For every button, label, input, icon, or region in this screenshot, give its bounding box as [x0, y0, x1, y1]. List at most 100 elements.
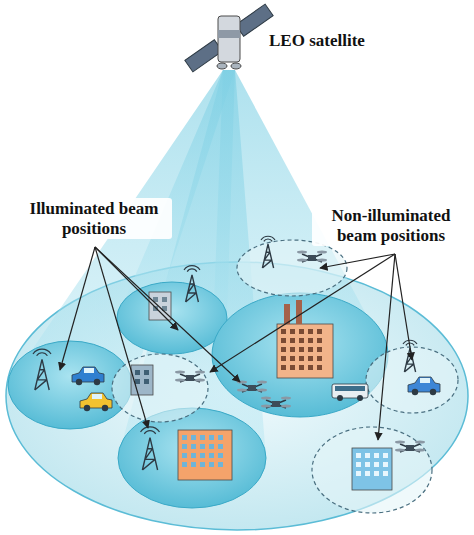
signal-waves — [261, 236, 275, 241]
leader-arrow — [210, 254, 395, 372]
drone-rotor — [317, 259, 327, 262]
drone-rotor — [281, 397, 291, 400]
tower-frame — [142, 438, 157, 470]
drone-body — [248, 385, 256, 391]
drone-body — [272, 401, 280, 407]
building-window — [356, 462, 361, 467]
building-window — [290, 356, 295, 361]
building-window — [182, 453, 187, 458]
car-wheel — [76, 379, 82, 385]
drone — [175, 371, 205, 383]
building-window — [135, 370, 140, 375]
building — [178, 430, 232, 480]
building-window — [290, 338, 295, 343]
non-illuminated-beam-position — [312, 427, 432, 513]
bus-window — [335, 386, 365, 391]
building-window — [182, 435, 187, 440]
leader-arrow — [95, 247, 178, 330]
car — [408, 377, 440, 395]
signal-waves — [33, 349, 51, 356]
building-window — [209, 435, 214, 440]
car-wheel — [430, 389, 436, 395]
drone-body — [308, 255, 316, 261]
satellite-antenna — [217, 63, 227, 69]
building-window — [308, 347, 313, 352]
building-window — [162, 297, 167, 302]
building — [352, 448, 392, 490]
building-window — [299, 356, 304, 361]
building-window — [200, 444, 205, 449]
building-window — [308, 338, 313, 343]
building-window — [182, 462, 187, 467]
drone-body — [186, 375, 194, 381]
building-window — [365, 471, 370, 476]
building-window — [356, 453, 361, 458]
building-window — [383, 462, 388, 467]
leader-arrow — [378, 254, 395, 440]
building-window — [317, 338, 322, 343]
car-wheel — [102, 405, 108, 411]
tower-frame — [35, 359, 49, 390]
building-body — [149, 292, 171, 320]
tower-frame — [262, 244, 273, 268]
drone-rotor — [237, 389, 247, 392]
drone-rotor — [395, 449, 405, 452]
building-window — [317, 329, 322, 334]
building-window — [182, 444, 187, 449]
drone-rotor — [415, 441, 425, 444]
building-window — [365, 462, 370, 467]
building-window — [290, 347, 295, 352]
cell-tower — [141, 427, 160, 470]
building-window — [209, 444, 214, 449]
building-window — [281, 356, 286, 361]
building — [149, 292, 171, 320]
leo-satellite — [185, 4, 273, 72]
drone — [395, 441, 425, 453]
building-window — [383, 453, 388, 458]
bus-wheel — [357, 395, 363, 401]
car-wheel — [412, 389, 418, 395]
building-window — [144, 370, 149, 375]
car-window — [420, 378, 430, 383]
drone-rotor — [297, 251, 307, 254]
car-window — [84, 368, 94, 373]
solar-panels — [185, 4, 273, 72]
building-window — [299, 365, 304, 370]
drone-rotor — [257, 389, 267, 392]
satellite-band — [218, 30, 240, 38]
satellite-body — [218, 16, 240, 62]
building-window — [317, 356, 322, 361]
building-window — [281, 338, 286, 343]
building-window — [281, 347, 286, 352]
building-window — [135, 379, 140, 384]
drone — [237, 381, 267, 393]
drone-rotor — [175, 371, 185, 374]
drone-body — [406, 445, 414, 451]
building-body — [178, 430, 232, 480]
building-window — [200, 453, 205, 458]
cell-tower — [184, 266, 200, 302]
drone-rotor — [195, 371, 205, 374]
bus — [332, 384, 368, 401]
car-wheel — [94, 379, 100, 385]
signal-waves — [184, 266, 200, 272]
building-window — [191, 435, 196, 440]
non-illuminated-beam-position — [112, 354, 208, 422]
leader-arrow — [395, 254, 412, 360]
building-body — [352, 448, 392, 490]
building-window — [299, 329, 304, 334]
building-window — [317, 347, 322, 352]
callout-label: Illuminated beam positions — [16, 198, 172, 239]
tower-frame — [186, 275, 199, 302]
drone-rotor — [317, 251, 327, 254]
drone — [297, 251, 327, 263]
building-window — [218, 462, 223, 467]
building-window — [281, 365, 286, 370]
building-window — [218, 444, 223, 449]
car — [72, 367, 104, 385]
illuminated-beam-position — [118, 408, 266, 508]
drone-rotor — [415, 449, 425, 452]
car — [80, 393, 112, 411]
drone-rotor — [195, 379, 205, 382]
